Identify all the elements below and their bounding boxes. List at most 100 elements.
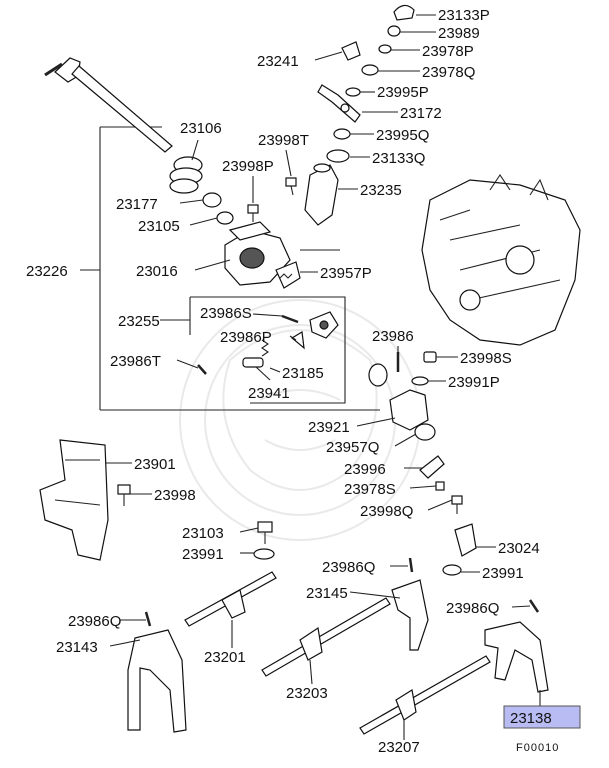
label-23235: 23235: [360, 182, 402, 199]
label-23996: 23996: [344, 461, 386, 478]
rail-23207: [359, 655, 491, 735]
washer-23133Q: [326, 149, 350, 163]
label-23185: 23185: [282, 365, 324, 382]
fork-23143: [127, 629, 187, 733]
block-23921: [389, 389, 429, 431]
label-23172: 23172: [400, 105, 442, 122]
label-23998T: 23998T: [258, 132, 309, 149]
label-23991-a: 23991: [182, 546, 224, 563]
label-23978S: 23978S: [344, 481, 396, 498]
label-23145: 23145: [306, 585, 348, 602]
part-labels: 23133P 23989 23978P 23241 23978Q 23995P …: [26, 7, 559, 756]
label-23978P: 23978P: [422, 43, 474, 60]
label-23986P: 23986P: [220, 329, 272, 346]
pin-23986Q-left: [144, 611, 152, 627]
pin-23986Q-top: [408, 557, 414, 573]
label-23989: 23989: [438, 25, 480, 42]
label-23995Q: 23995Q: [376, 127, 429, 144]
label-23143: 23143: [56, 639, 98, 656]
label-23991-b: 23991: [482, 565, 524, 582]
washer-23991-a: [253, 548, 275, 560]
highlight-23138: [503, 705, 581, 729]
transmission-illustration: [421, 174, 581, 346]
washer-23978Q: [361, 64, 379, 76]
nut-23989: [387, 25, 401, 37]
label-23103: 23103: [182, 525, 224, 542]
boot-23106: [169, 156, 203, 194]
plug-23998S: [423, 351, 437, 363]
leader-lines: [105, 14, 541, 740]
washer-23991P: [411, 376, 429, 386]
collar-23957Q: [414, 423, 436, 441]
label-23255: 23255: [118, 313, 160, 330]
pin-23986Q-right: [528, 599, 540, 613]
label-23921: 23921: [308, 419, 350, 436]
label-23177: 23177: [116, 196, 158, 213]
lock-23996: [419, 455, 445, 479]
label-23978Q: 23978Q: [422, 64, 475, 81]
fork-23138: [484, 621, 549, 693]
label-23133Q: 23133Q: [372, 150, 425, 167]
label-23941: 23941: [248, 385, 290, 402]
label-23201: 23201: [204, 649, 246, 666]
label-23207: 23207: [378, 739, 420, 756]
label-23986Q-left: 23986Q: [68, 613, 121, 630]
plug-23978S: [435, 481, 445, 491]
sleeve-23941-b: [368, 363, 388, 387]
spring-23957P: [275, 261, 301, 289]
bolt-23998: [117, 484, 131, 506]
shift-lever-rod: [44, 57, 173, 153]
washer-23995Q: [333, 128, 351, 140]
figure-code: F00010: [516, 742, 559, 754]
rail-23203: [261, 597, 391, 677]
washer-23978P: [378, 44, 392, 54]
label-23138: 23138: [510, 710, 552, 727]
label-23991P: 23991P: [448, 374, 500, 391]
fork-23145: [391, 579, 429, 651]
group-bracket-23226: [80, 126, 380, 411]
bolt-23103: [257, 521, 273, 544]
label-23986: 23986: [372, 328, 414, 345]
label-23024: 23024: [498, 540, 540, 557]
label-23986Q-right: 23986Q: [446, 600, 499, 617]
label-23995P: 23995P: [377, 84, 429, 101]
label-23203: 23203: [286, 685, 328, 702]
pin-23986S: [281, 314, 299, 324]
label-23901: 23901: [134, 456, 176, 473]
label-23226: 23226: [26, 263, 68, 280]
bolt-23998P: [247, 204, 259, 222]
label-23986Q-top: 23986Q: [322, 559, 375, 576]
label-23998P: 23998P: [222, 158, 274, 175]
label-23241: 23241: [257, 53, 299, 70]
cap-23133P: [393, 4, 415, 21]
bracket-23901: [39, 439, 109, 561]
label-23957P: 23957P: [320, 265, 372, 282]
plunger-23941: [242, 357, 264, 368]
lever-23986P: [309, 311, 339, 339]
bushing-23105: [202, 192, 234, 225]
clip-23986P: [290, 331, 305, 350]
label-23998S: 23998S: [460, 350, 512, 367]
label-23998: 23998: [154, 487, 196, 504]
label-23986S: 23986S: [200, 305, 252, 322]
label-23105: 23105: [138, 218, 180, 235]
label-23106: 23106: [180, 120, 222, 137]
pin-23241: [341, 41, 361, 61]
label-23998Q: 23998Q: [360, 503, 413, 520]
bolt-23998Q: [451, 495, 463, 514]
label-23957Q: 23957Q: [326, 439, 379, 456]
bolt-23998T: [285, 177, 297, 196]
switch-23024: [454, 523, 477, 557]
pin-23986T: [197, 364, 207, 375]
group-box-23255: [160, 296, 346, 404]
rail-23201: [184, 571, 277, 627]
label-23016: 23016: [136, 263, 178, 280]
spring-23185: [261, 339, 269, 357]
washer-23991-b: [442, 564, 462, 576]
label-23133P: 23133P: [438, 7, 490, 24]
lever-23172: [317, 84, 361, 123]
label-23986T: 23986T: [110, 353, 161, 370]
washer-23995P: [345, 87, 361, 97]
bracket-23235: [304, 163, 339, 226]
